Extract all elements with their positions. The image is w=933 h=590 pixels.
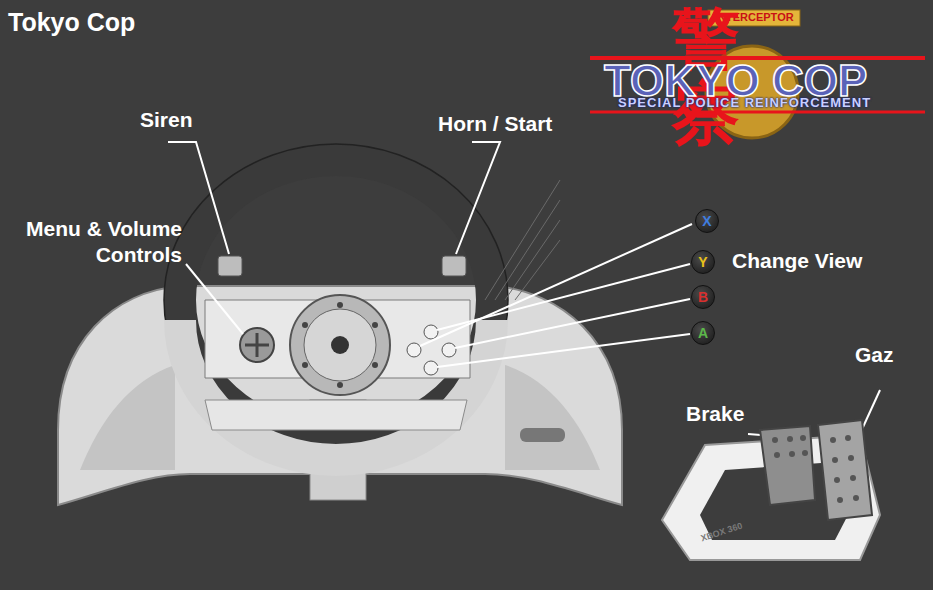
part-label: Menu & Volume Controls: [4, 216, 182, 269]
gas-pedal: [818, 420, 872, 520]
part-label: Siren: [140, 108, 193, 132]
logo-subtitle: SPECIAL POLICE REINFORCEMENT: [618, 95, 871, 110]
horn-pad: [290, 295, 390, 395]
base-shade: [80, 365, 175, 470]
base-shade: [505, 365, 600, 470]
wheel-rim-edge: [164, 144, 508, 456]
button-icon: X: [695, 209, 719, 233]
guide-button: [331, 336, 349, 354]
part-label: Brake: [686, 402, 744, 426]
button-icon: Y: [691, 250, 715, 274]
button-letter: X: [702, 213, 711, 229]
leader-lines: [168, 142, 880, 438]
wheel-button: [424, 361, 438, 375]
d-pad: [240, 328, 274, 362]
button-letter: B: [698, 289, 708, 305]
wheel-button: [407, 343, 421, 357]
hatch-lines: [485, 180, 560, 300]
horn-pad-inner: [304, 309, 376, 381]
wheel-base: [58, 286, 622, 505]
page-title: Tokyo Cop: [8, 8, 135, 37]
logo-line: [590, 111, 925, 114]
button-letter: A: [698, 325, 708, 341]
horn-paddle: [442, 256, 466, 276]
part-label: Horn / Start: [438, 112, 552, 136]
part-label: Gaz: [855, 343, 894, 367]
button-icon: B: [691, 285, 715, 309]
button-letter: Y: [698, 254, 707, 270]
wheel-button: [424, 325, 438, 339]
siren-paddle: [218, 256, 242, 276]
brake-pedal: [760, 426, 815, 505]
part-label: Change View: [732, 249, 862, 273]
wheel-button: [442, 343, 456, 357]
button-icon: A: [691, 321, 715, 345]
wheel-clamp: [520, 428, 565, 442]
wheel-bar: [205, 400, 467, 430]
